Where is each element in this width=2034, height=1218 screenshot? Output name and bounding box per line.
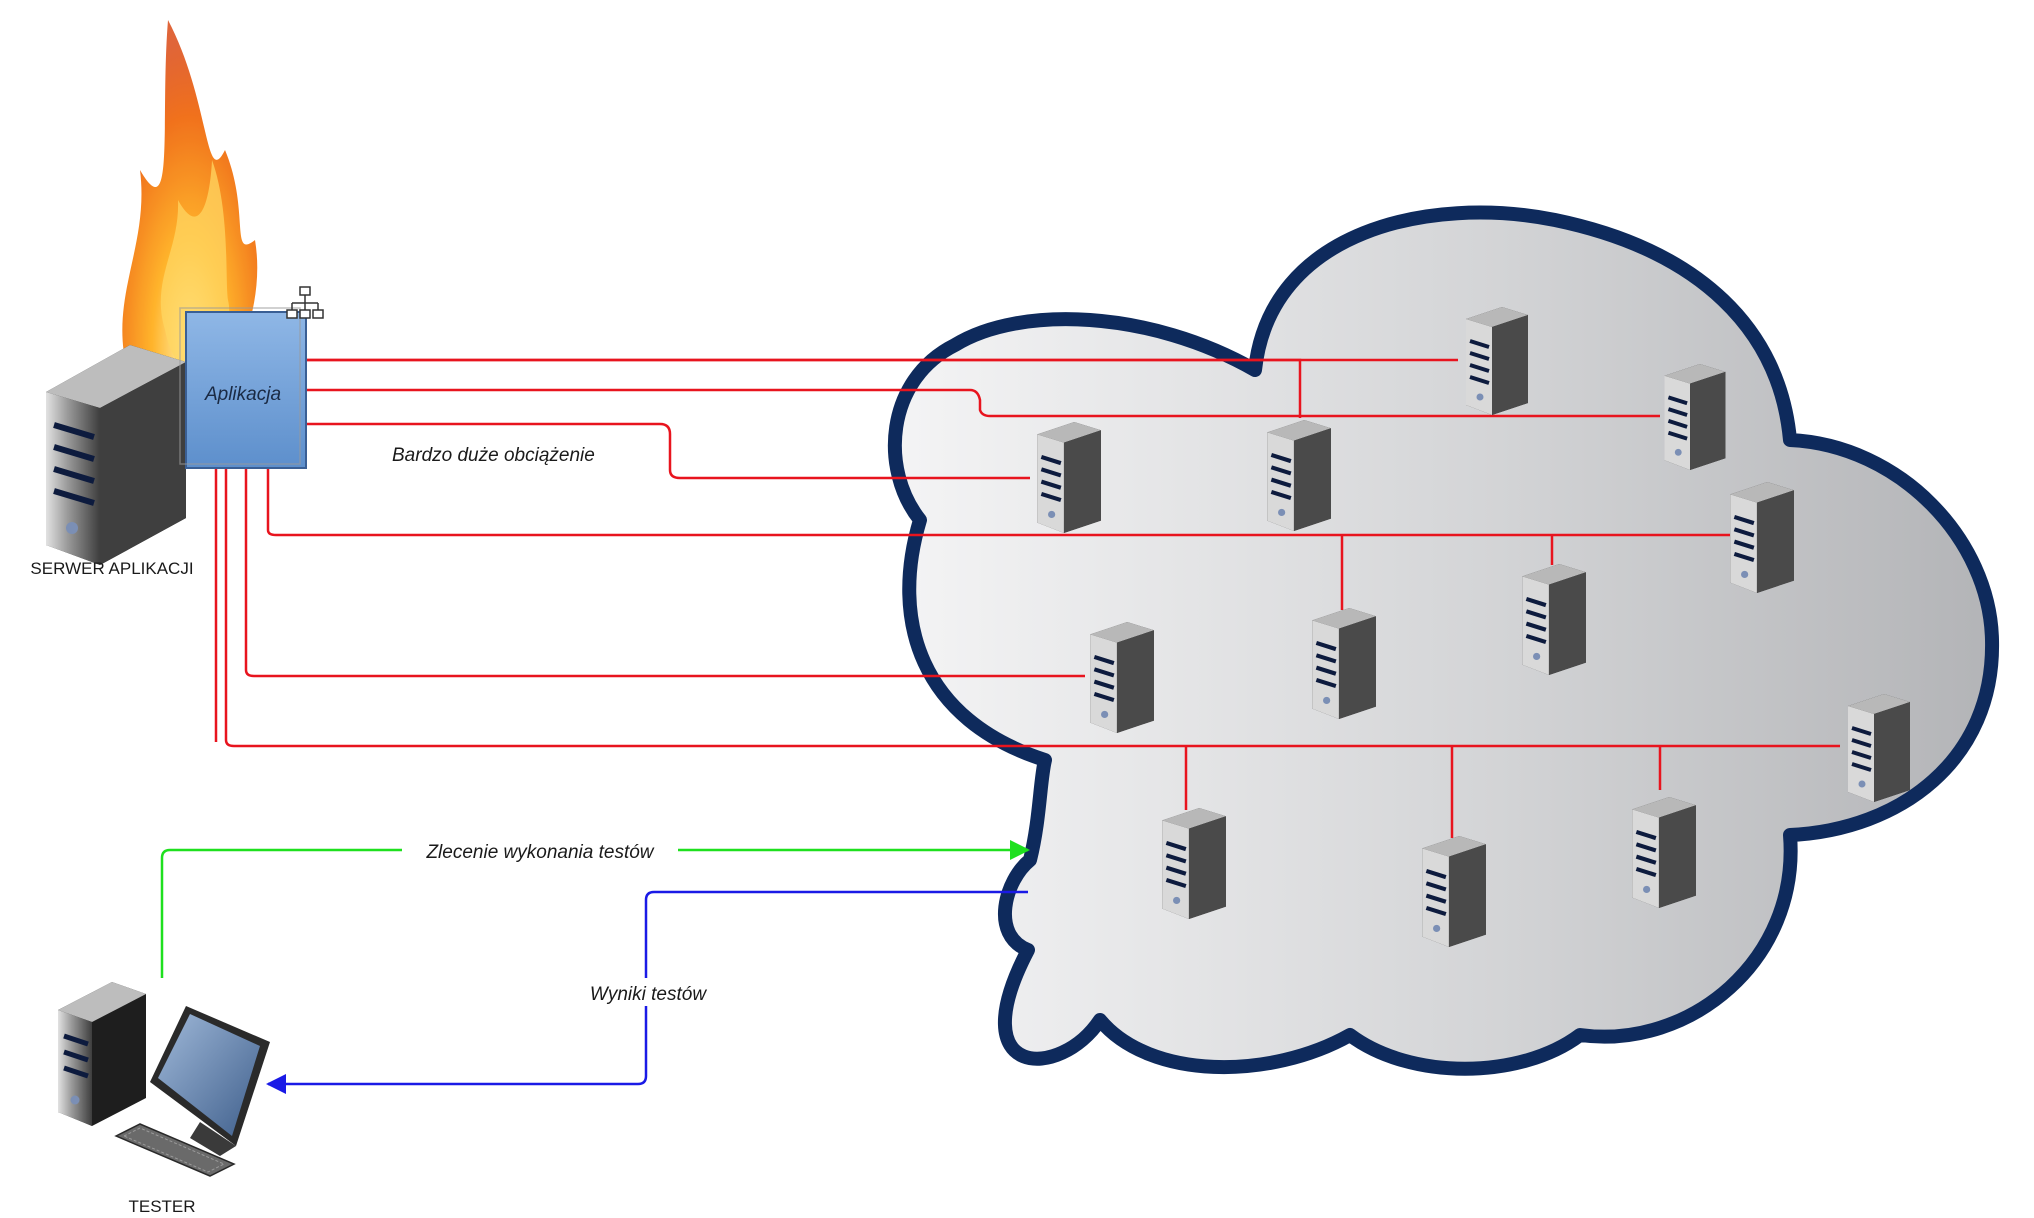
server-icon (1312, 608, 1376, 719)
server-icon (1466, 307, 1528, 415)
test-results-label-bg (582, 978, 714, 1006)
test-order-label: Zlecenie wykonania testów (425, 842, 654, 863)
network-icon (286, 286, 324, 319)
app-server-label: SERWER APLIKACJI (30, 559, 193, 578)
tester-label: TESTER (128, 1197, 195, 1216)
test-order-arrow (160, 840, 1030, 978)
server-icon (1422, 836, 1486, 947)
test-results-label: Wyniki testów (590, 984, 707, 1005)
server-icon (1522, 564, 1586, 675)
server-icon (1730, 482, 1794, 593)
server-icon (1267, 420, 1331, 531)
server-icon (1037, 422, 1101, 533)
server-icon (1090, 622, 1154, 733)
server-icon (1162, 808, 1226, 919)
server-icon (46, 345, 186, 565)
monitor-icon (150, 1006, 270, 1156)
load-lines (214, 358, 1840, 838)
load-line (306, 422, 1030, 480)
load-line (224, 468, 1840, 748)
heavy-load-label: Bardzo duże obciążenie (392, 445, 595, 466)
load-line (266, 468, 1730, 537)
workstation-icon (58, 982, 146, 1126)
tester: TESTER (58, 982, 270, 1216)
app-server: Aplikacja SERWER APLIKACJI (30, 286, 324, 578)
load-line (306, 388, 1660, 418)
application-label: Aplikacja (204, 384, 281, 405)
keyboard-icon (114, 1123, 236, 1177)
load-line (244, 468, 1085, 678)
server-icon (1848, 694, 1910, 802)
test-order-label-bg (402, 836, 678, 862)
application-box: Aplikacja (179, 307, 307, 469)
server-icon (1665, 364, 1726, 470)
server-icon (1632, 797, 1696, 908)
